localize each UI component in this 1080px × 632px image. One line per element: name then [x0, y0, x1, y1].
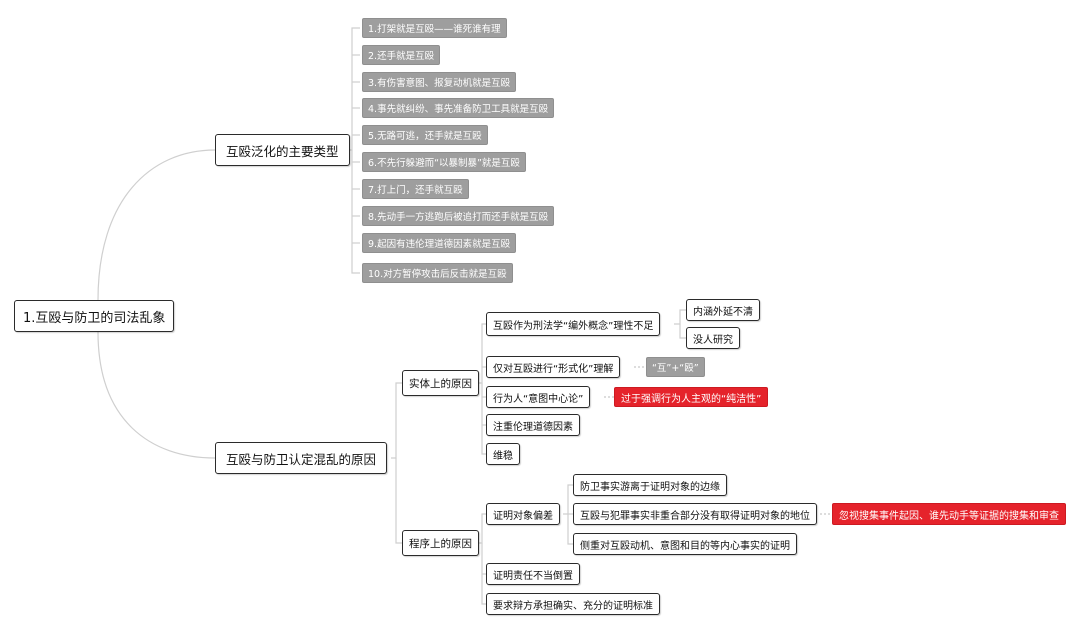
burden-cause[interactable]: 证明责任不当倒置 [486, 563, 580, 585]
object-note[interactable]: 忽视搜集事件起因、谁先动手等证据的搜集和审查 [832, 503, 1066, 525]
type-item[interactable]: 7.打上门，还手就互殴 [362, 179, 469, 199]
concept-detail[interactable]: 内涵外延不清 [686, 299, 760, 321]
concept-cause[interactable]: 互殴作为刑法学“编外概念”理性不足 [486, 312, 661, 336]
type-item[interactable]: 1.打架就是互殴——谁死谁有理 [362, 18, 507, 38]
object-detail[interactable]: 侧重对互殴动机、意图和目的等内心事实的证明 [573, 533, 797, 555]
type-item[interactable]: 4.事先就纠纷、事先准备防卫工具就是互殴 [362, 98, 555, 118]
type-item[interactable]: 2.还手就是互殴 [362, 45, 441, 65]
formal-cause[interactable]: 仅对互殴进行“形式化”理解 [486, 356, 621, 378]
type-item[interactable]: 9.起因有违伦理道德因素就是互殴 [362, 233, 517, 253]
type-item[interactable]: 3.有伤害意图、报复动机就是互殴 [362, 72, 517, 92]
concept-detail[interactable]: 没人研究 [686, 327, 740, 349]
procedural-causes[interactable]: 程序上的原因 [402, 530, 479, 556]
ethics-cause[interactable]: 注重伦理道德因素 [486, 414, 580, 436]
formal-note[interactable]: “互”+“殴” [646, 357, 705, 377]
root-topic[interactable]: 1.互殴与防卫的司法乱象 [14, 300, 175, 332]
object-detail[interactable]: 互殴与犯罪事实非重合部分没有取得证明对象的地位 [573, 503, 817, 525]
type-item[interactable]: 10.对方暂停攻击后反击就是互殴 [362, 263, 513, 283]
substantive-causes[interactable]: 实体上的原因 [402, 370, 479, 396]
intent-cause[interactable]: 行为人“意图中心论” [486, 386, 591, 408]
branch-types[interactable]: 互殴泛化的主要类型 [215, 134, 350, 166]
type-item[interactable]: 6.不先行躲避而“以暴制暴”就是互殴 [362, 152, 526, 172]
stability-cause[interactable]: 维稳 [486, 443, 520, 465]
standard-cause[interactable]: 要求辩方承担确实、充分的证明标准 [486, 593, 660, 615]
type-item[interactable]: 5.无路可逃，还手就是互殴 [362, 125, 488, 145]
branch-causes[interactable]: 互殴与防卫认定混乱的原因 [215, 442, 388, 474]
type-item[interactable]: 8.先动手一方逃跑后被追打而还手就是互殴 [362, 206, 555, 226]
intent-note[interactable]: 过于强调行为人主观的“纯洁性” [614, 387, 769, 407]
object-cause[interactable]: 证明对象偏差 [486, 503, 560, 525]
object-detail[interactable]: 防卫事实游离于证明对象的边缘 [573, 474, 727, 496]
